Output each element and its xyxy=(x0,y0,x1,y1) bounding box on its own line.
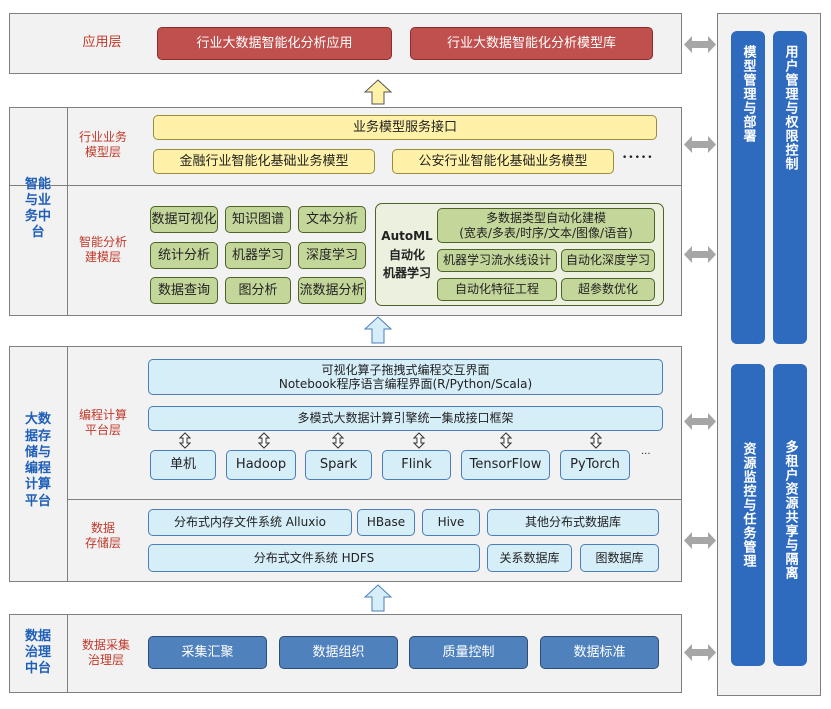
multi-tenant-label: 多租户资源共享与隔离 xyxy=(782,440,798,580)
analysis-machine-learning: 机器学习 xyxy=(225,242,291,269)
user-management-bar: 用户管理与权限控制 xyxy=(773,31,807,344)
engine-more-dots: ... xyxy=(641,446,651,457)
compute-layer-label: 编程计算 平台层 xyxy=(78,408,127,437)
automl-pipeline-design: 机器学习流水线设计 xyxy=(437,249,557,272)
analysis-statistics: 统计分析 xyxy=(150,242,218,269)
model-management-bar: 模型管理与部署 xyxy=(731,31,765,344)
programming-interface-box: 可视化算子拖拽式编程交互界面 Notebook程序语言编程界面(R/Python… xyxy=(148,359,663,395)
bidirectional-arrow-icon xyxy=(590,432,602,449)
double-arrow-icon xyxy=(684,644,716,661)
automl-deep-learning: 自动化深度学习 xyxy=(561,249,655,272)
multi-tenant-bar: 多租户资源共享与隔离 xyxy=(773,364,807,666)
automl-title: AutoML 自动化 机器学习 xyxy=(381,229,433,281)
bigdata-group-divider xyxy=(67,499,682,500)
governance-layer-label: 数据采集 治理层 xyxy=(81,638,130,667)
analysis-data-visualization: 数据可视化 xyxy=(150,206,218,233)
double-arrow-icon xyxy=(684,532,716,549)
governance-quality-control: 质量控制 xyxy=(409,636,528,669)
analysis-knowledge-graph: 知识图谱 xyxy=(225,206,291,233)
governance-standards: 数据标准 xyxy=(540,636,659,669)
double-arrow-icon xyxy=(684,246,716,263)
application-layer-label: 应用层 xyxy=(82,34,122,50)
police-model-box: 公安行业智能化基础业务模型 xyxy=(392,149,614,174)
double-arrow-icon xyxy=(684,136,716,153)
bidirectional-arrow-icon xyxy=(500,432,512,449)
engine-hadoop: Hadoop xyxy=(226,450,296,480)
intelligence-group-divider xyxy=(9,185,682,186)
bigdata-group-title: 大数 据存 储与 编程 计算 平台 xyxy=(24,412,51,509)
double-arrow-icon xyxy=(684,36,716,53)
bigdata-group-vline xyxy=(67,346,68,582)
storage-layer-label: 数据 存储层 xyxy=(84,521,121,550)
storage-hdfs: 分布式文件系统 HDFS xyxy=(148,544,480,572)
automl-multi-type-modeling: 多数据类型自动化建模 (宽表/多表/时序/文本/图像/语音) xyxy=(437,208,655,243)
business-model-interface-box: 业务模型服务接口 xyxy=(153,115,657,140)
double-arrow-icon xyxy=(684,413,716,430)
storage-hive: Hive xyxy=(422,509,480,536)
bidirectional-arrow-icon xyxy=(413,432,425,449)
governance-group-vline xyxy=(67,614,68,693)
engine-tensorflow: TensorFlow xyxy=(461,450,550,480)
compute-engine-framework-box: 多模式大数据计算引擎统一集成接口框架 xyxy=(148,406,663,431)
model-management-label: 模型管理与部署 xyxy=(740,45,756,143)
analysis-text-analysis: 文本分析 xyxy=(298,206,366,233)
intelligence-group-title: 智能 与业 务中 台 xyxy=(24,176,51,241)
storage-relational-db: 关系数据库 xyxy=(487,544,572,572)
storage-graph-db: 图数据库 xyxy=(580,544,659,572)
resource-monitoring-label: 资源监控与任务管理 xyxy=(740,442,756,568)
engine-spark: Spark xyxy=(305,450,372,480)
storage-other-databases: 其他分布式数据库 xyxy=(487,509,659,536)
automl-feature-engineering: 自动化特征工程 xyxy=(437,278,557,301)
app-analytics-box: 行业大数据智能化分析应用 xyxy=(157,27,392,60)
industry-more-dots: ••••• xyxy=(622,153,654,163)
bidirectional-arrow-icon xyxy=(332,432,344,449)
engine-flink: Flink xyxy=(382,450,451,480)
engine-pytorch: PyTorch xyxy=(560,450,630,480)
automl-hyperparameter: 超参数优化 xyxy=(561,278,655,301)
app-model-library-box: 行业大数据智能化分析模型库 xyxy=(410,27,653,60)
storage-alluxio: 分布式内存文件系统 Alluxio xyxy=(148,509,352,536)
bidirectional-arrow-icon xyxy=(179,432,191,449)
analysis-graph-analysis: 图分析 xyxy=(225,277,291,304)
intelligence-group-vline xyxy=(67,107,68,316)
storage-hbase: HBase xyxy=(357,509,415,536)
finance-model-box: 金融行业智能化基础业务模型 xyxy=(153,149,375,174)
industry-model-layer-label: 行业业务 模型层 xyxy=(78,130,127,159)
bidirectional-arrow-icon xyxy=(258,432,270,449)
analysis-stream-data: 流数据分析 xyxy=(298,277,366,304)
engine-standalone: 单机 xyxy=(150,450,216,480)
up-arrow-icon xyxy=(364,79,392,105)
resource-monitoring-bar: 资源监控与任务管理 xyxy=(731,364,765,666)
up-arrow-icon xyxy=(364,316,392,344)
analysis-layer-label: 智能分析 建模层 xyxy=(78,235,127,264)
governance-organization: 数据组织 xyxy=(279,636,398,669)
governance-collection: 采集汇聚 xyxy=(148,636,267,669)
analysis-deep-learning: 深度学习 xyxy=(298,242,366,269)
user-management-label: 用户管理与权限控制 xyxy=(782,45,798,171)
analysis-data-query: 数据查询 xyxy=(150,277,218,304)
governance-group-title: 数据 治理 中台 xyxy=(24,628,51,677)
up-arrow-icon xyxy=(364,584,392,612)
